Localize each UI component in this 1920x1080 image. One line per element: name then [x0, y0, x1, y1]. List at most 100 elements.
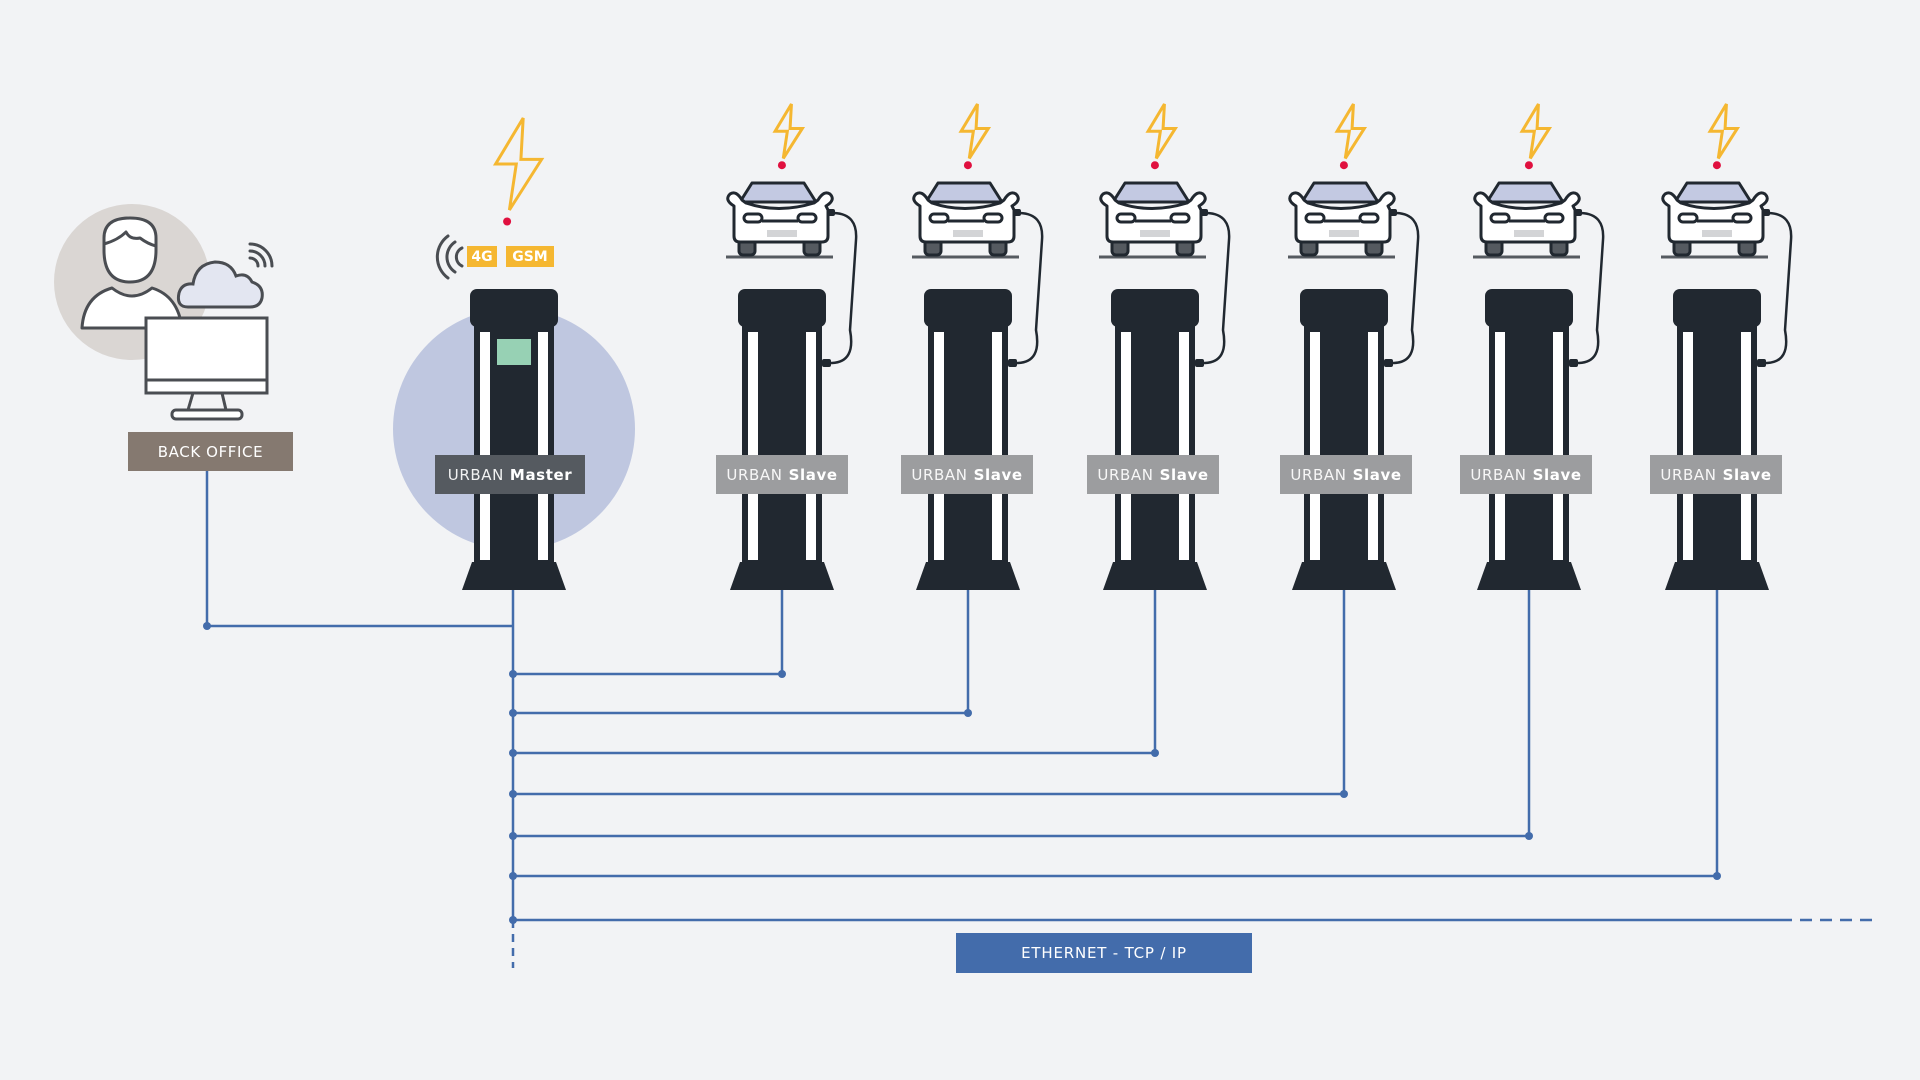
pillar-base: [1103, 562, 1207, 590]
electric-car-icon: [1473, 181, 1581, 259]
slave-label-role: Slave: [973, 465, 1023, 484]
windshield: [924, 181, 1004, 204]
slave-pillar: [1103, 289, 1207, 590]
master-pillar: [462, 289, 566, 590]
pillar-stripe: [934, 332, 944, 560]
headlight: [1543, 212, 1565, 224]
slave-pillar: [916, 289, 1020, 590]
lightning-icon: [958, 103, 992, 170]
slave-label-role: Slave: [1159, 465, 1209, 484]
car-body: [1099, 191, 1207, 244]
slave-label: URBAN Slave: [1460, 455, 1592, 494]
pillar-stripe: [1683, 332, 1693, 560]
pillar-stripe: [748, 332, 758, 560]
charging-cable: [1571, 211, 1605, 365]
junction-dot: [203, 622, 211, 630]
slave-label: URBAN Slave: [1650, 455, 1782, 494]
junction-dot: [509, 916, 517, 924]
junction-dot: [1151, 749, 1159, 757]
windshield: [738, 181, 818, 204]
alert-dot: [963, 161, 972, 170]
charging-cable: [1197, 211, 1231, 365]
slave-link: [513, 590, 1719, 878]
headlight: [1169, 212, 1191, 224]
slave-label-prefix: URBAN: [726, 465, 783, 484]
alert-dot: [777, 161, 786, 170]
car-body: [1473, 191, 1581, 244]
junction-dot: [1340, 790, 1348, 798]
headlight: [1677, 212, 1699, 224]
pillar-stripe: [1741, 332, 1751, 560]
slave-link: [513, 590, 970, 715]
junction-dot: [1525, 832, 1533, 840]
junction-dot: [509, 749, 517, 757]
lightning-bolt: [772, 103, 806, 160]
pillar-head: [1111, 289, 1199, 327]
pillar-stripe: [1121, 332, 1131, 560]
pillar-head: [1673, 289, 1761, 327]
license-plate: [953, 230, 983, 237]
pillar-base: [730, 562, 834, 590]
pillar-head: [1485, 289, 1573, 327]
pillar-stripe: [1179, 332, 1189, 560]
junction-dot: [509, 670, 517, 678]
master-label: URBAN Master: [435, 455, 585, 494]
lightning-icon: [1334, 103, 1368, 170]
car-body: [1288, 191, 1396, 244]
slave-pillar: [730, 289, 834, 590]
license-plate: [767, 230, 797, 237]
car-body: [1661, 191, 1769, 244]
junction-dot: [964, 709, 972, 717]
lightning-icon: [1145, 103, 1179, 170]
master-label-prefix: URBAN: [447, 465, 504, 484]
junction-dot: [509, 790, 517, 798]
pillar-head: [924, 289, 1012, 327]
electric-car-icon: [726, 181, 834, 259]
badge-4g: 4G: [467, 246, 497, 267]
master-screen: [497, 339, 531, 365]
pillar-stripe: [1495, 332, 1505, 560]
slave-label-role: Slave: [788, 465, 838, 484]
headlight: [1358, 212, 1380, 224]
lightning-bolt: [958, 103, 992, 160]
cloud-icon: [176, 260, 264, 309]
pillar-stripe: [992, 332, 1002, 560]
lightning-bolt: [1334, 103, 1368, 160]
car-body: [726, 191, 834, 244]
monitor-icon: [144, 316, 269, 421]
badge-gsm: GSM: [506, 246, 554, 267]
slave-label-role: Slave: [1722, 465, 1772, 484]
license-plate: [1140, 230, 1170, 237]
slave-pillar: [1292, 289, 1396, 590]
electric-car-icon: [1099, 181, 1207, 259]
slave-label: URBAN Slave: [1280, 455, 1412, 494]
slave-label-prefix: URBAN: [1660, 465, 1717, 484]
cable-socket: [1195, 359, 1204, 367]
junction-dot: [1713, 872, 1721, 880]
windshield: [1485, 181, 1565, 204]
slave-link: [513, 590, 784, 676]
slave-label: URBAN Slave: [901, 455, 1033, 494]
license-plate: [1329, 230, 1359, 237]
headlight: [1731, 212, 1753, 224]
slave-pillar: [1665, 289, 1769, 590]
lightning-bolt: [1519, 103, 1553, 160]
windshield: [1111, 181, 1191, 204]
pillar-base: [462, 562, 566, 590]
slave-label: URBAN Slave: [716, 455, 848, 494]
cable-socket: [1757, 359, 1766, 367]
alert-dot: [1712, 161, 1721, 170]
license-plate: [1514, 230, 1544, 237]
windshield: [1300, 181, 1380, 204]
pillar-head: [470, 289, 558, 327]
lightning-icon: [772, 103, 806, 170]
junction-dot: [509, 872, 517, 880]
master-label-role: Master: [509, 465, 573, 484]
ethernet-bus: [203, 471, 1876, 968]
pillar-base: [1665, 562, 1769, 590]
pillar-stripe: [1310, 332, 1320, 560]
stations: [462, 103, 1793, 590]
cable-socket: [1569, 359, 1578, 367]
slave-label-prefix: URBAN: [1097, 465, 1154, 484]
